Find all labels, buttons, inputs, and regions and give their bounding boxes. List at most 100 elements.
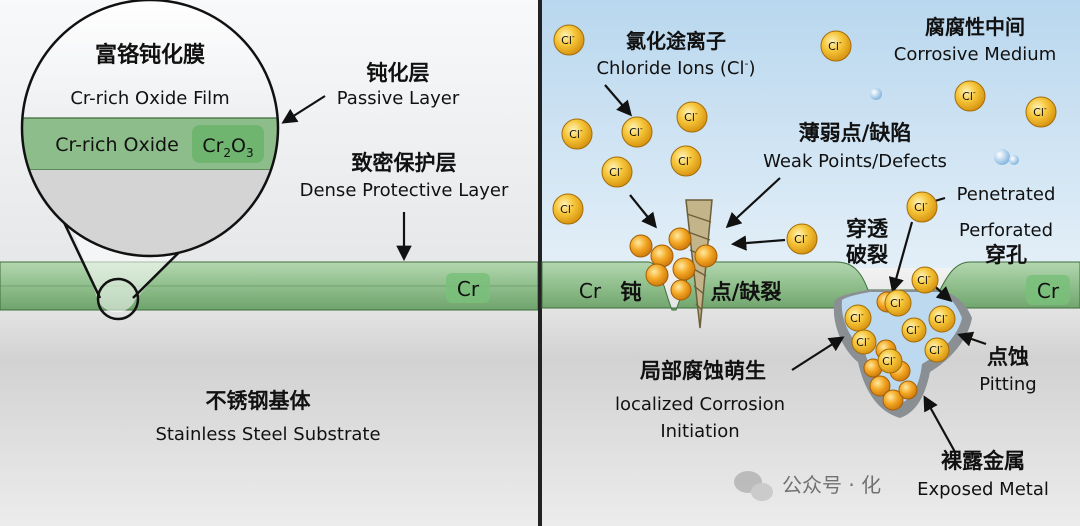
cr2o3-formula: Cr2O3 [202, 135, 253, 160]
initiation-en-1: localized Corrosion [615, 394, 785, 415]
inset-title-en: Cr-rich Oxide Film [70, 88, 229, 109]
arrow-ion-1 [629, 194, 657, 229]
watermark-text: 公众号 · 化 [782, 473, 881, 497]
arrow-weak-point [725, 177, 781, 229]
right-arrows [604, 84, 987, 453]
chloride-ion-label: Cl- [934, 311, 948, 326]
inset-band-label: Cr-rich Oxide [55, 134, 179, 156]
left-substrate [0, 270, 538, 526]
corrosion-particle [670, 279, 692, 301]
corrosion-particle [898, 380, 918, 400]
medium-en: Corrosive Medium [894, 44, 1056, 65]
chloride-ion: Cl- [954, 80, 986, 112]
chloride-ion-layer: Cl-Cl-Cl-Cl-Cl-Cl-Cl-Cl-Cl-Cl-Cl-Cl-Cl-C… [552, 24, 1057, 374]
initiation-cn: 局部腐蚀萌生 [640, 359, 766, 383]
perforated-cn: 穿孔 [985, 243, 1027, 267]
chloride-ion-label: Cl- [561, 32, 575, 47]
passive-layer-arrow [281, 95, 326, 124]
substrate-cn: 不锈钢基体 [206, 389, 312, 413]
arrow-initiation [791, 336, 845, 371]
weak-points-en: Weak Points/Defects [763, 151, 947, 172]
chloride-ion: Cl- [906, 191, 938, 223]
defect-ion-cluster [629, 227, 918, 411]
chloride-ion: Cl- [820, 30, 852, 62]
chloride-ion-label: Cl- [917, 272, 931, 287]
chloride-ion: Cl- [552, 193, 584, 225]
chloride-ion-label: Cl- [794, 231, 808, 246]
chloride-ion-label: Cl- [914, 199, 928, 214]
bubble [1009, 155, 1019, 165]
perforated-en: Perforated [959, 220, 1053, 241]
chloride-ion: Cl- [561, 118, 593, 150]
medium-cn: 腐腐性中间 [925, 15, 1025, 39]
chloride-ion: Cl- [877, 348, 903, 374]
inset-border [20, 0, 280, 258]
cr-badge-label: Cr [457, 277, 480, 301]
initiation-en-2: Initiation [660, 421, 739, 442]
corrosion-particle [668, 227, 692, 251]
exposed-en: Exposed Metal [917, 479, 1049, 500]
passive-layer-cn: 钝化层 [367, 61, 430, 85]
dense-layer-cn: 致密保护层 [352, 151, 457, 175]
cr2o3-badge [192, 125, 264, 163]
chloride-ion-label: Cl- [560, 201, 574, 216]
corrosion-particle [882, 389, 904, 411]
chloride-ion-label: Cl- [1033, 104, 1047, 119]
breakthrough-cn-1: 穿透 [846, 217, 889, 241]
dense-layer-en: Dense Protective Layer [300, 180, 509, 201]
chloride-ion-label: Cl- [906, 322, 920, 337]
breakthrough-cn-2: 破裂 [846, 243, 888, 267]
cr-right-left: Cr [579, 279, 602, 303]
corrosion-particle [645, 263, 669, 287]
right-substrate [542, 268, 1080, 526]
chloride-ion: Cl- [901, 317, 927, 343]
chloride-ion: Cl- [844, 304, 872, 332]
chloride-ion-label: Cl- [929, 342, 943, 357]
chloride-en: Chloride Ions (Cl-) [596, 57, 755, 79]
watermark: 公众号 · 化 [734, 471, 881, 501]
corrosion-particle [672, 257, 696, 281]
arrow-breakthrough [888, 221, 914, 293]
chloride-ion: Cl- [1025, 96, 1057, 128]
chloride-ion-label: Cl- [850, 310, 864, 325]
substrate-en: Stainless Steel Substrate [155, 424, 380, 445]
arrow-exposed [923, 395, 956, 453]
weak-points-cn: 薄弱点/缺陷 [799, 121, 912, 145]
arrow-pitting [957, 331, 987, 347]
chloride-ion-label: Cl- [856, 334, 870, 349]
bubble [870, 88, 882, 100]
chloride-ion-label: Cl- [609, 164, 623, 179]
corrosion-particle [869, 375, 891, 397]
chloride-ion: Cl- [676, 101, 708, 133]
chloride-ion: Cl- [851, 329, 877, 355]
chloride-ion-label: Cl- [828, 38, 842, 53]
passive-layer-en: Passive Layer [337, 88, 460, 109]
chloride-ion: Cl- [786, 223, 818, 255]
chloride-ion: Cl- [928, 305, 956, 333]
pitting-cn: 点蚀 [987, 345, 1029, 369]
bubble [994, 149, 1010, 165]
magnifier-focus-circle [96, 277, 140, 321]
wechat-icon-small [751, 483, 773, 501]
layer-label-cn-mid: 点/缺裂 [711, 280, 782, 304]
chloride-ion-label: Cl- [962, 88, 976, 103]
chloride-ion: Cl- [911, 266, 939, 294]
chloride-ion-label: Cl- [569, 126, 583, 141]
exposed-cn: 裸露金属 [941, 449, 1025, 473]
pitting-en: Pitting [979, 374, 1036, 395]
inset-title-cn: 富铬钝化膜 [95, 42, 205, 68]
chloride-ion: Cl- [601, 156, 633, 188]
penetrated-en: Penetrated [957, 184, 1056, 205]
arrow-ion-2 [730, 235, 786, 251]
chloride-ion: Cl- [553, 24, 585, 56]
chloride-ion-label: Cl- [890, 295, 904, 310]
chloride-ion: Cl- [670, 145, 702, 177]
cr-badge-right [1026, 275, 1070, 305]
arrow-chloride [604, 84, 633, 117]
chloride-ion: Cl- [621, 116, 653, 148]
cr-badge-left [446, 273, 490, 303]
chloride-ion-label: Cl- [629, 124, 643, 139]
chloride-cn: 氯化途离子 [626, 29, 726, 53]
